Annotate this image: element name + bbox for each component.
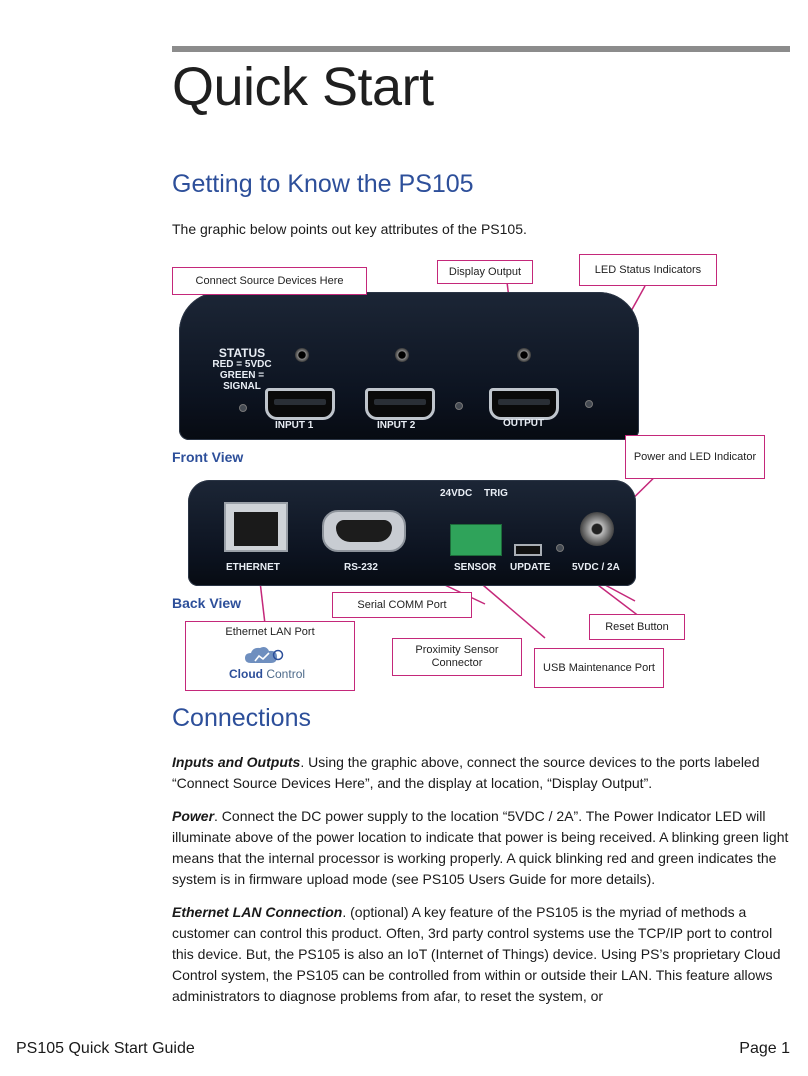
output-label: OUTPUT [503,418,545,429]
rs232-label: RS-232 [344,562,378,573]
dc-power-jack [580,512,614,546]
led-status-indicator [585,400,593,408]
callout-power-led: Power and LED Indicator [625,435,765,479]
section-heading-connections: Connections [172,704,311,732]
status-led [239,404,247,412]
output-hdmi-port [489,388,559,420]
input1-indicator-ring [295,348,309,362]
cloud-icon [245,647,284,663]
intro-text: The graphic below points out key attribu… [172,221,527,237]
back-panel: 24VDC TRIG ETHERNET RS-232 SENSOR UPDATE… [188,480,636,586]
front-view-label: Front View [172,449,244,465]
sensor-label: SENSOR [454,562,497,573]
ethernet-lan-text: Ethernet LAN Port [225,626,315,638]
back-view-label: Back View [172,595,242,611]
input1-label: INPUT 1 [275,420,314,431]
callout-reset-button: Reset Button [589,614,685,640]
middle-led [455,402,463,410]
trig-label: TRIG [484,488,508,499]
input2-indicator-ring [395,348,409,362]
paragraph-lead: Ethernet LAN Connection [172,904,343,920]
status-red-label: RED = 5VDC [212,359,272,370]
paragraph-power: Power. Connect the DC power supply to th… [172,806,792,890]
callout-usb-maintenance: USB Maintenance Port [534,648,664,688]
paragraph-body: . Using the graphic above, connect the s… [172,754,760,791]
footer-doc-title: PS105 Quick Start Guide [16,1040,195,1057]
callout-proximity-sensor: Proximity Sensor Connector [392,638,522,676]
paragraph-lead: Inputs and Outputs [172,754,301,770]
update-label: UPDATE [510,562,551,573]
output-indicator-ring [517,348,531,362]
ethernet-label: ETHERNET [226,562,280,573]
callout-led-status: LED Status Indicators [579,254,717,286]
device-diagram: STATUS RED = 5VDC GREEN = SIGNAL INPUT 1… [165,252,805,697]
input2-label: INPUT 2 [377,420,416,431]
cloud-control-logo: Cloud Control [223,645,309,685]
page-title: Quick Start [172,57,434,117]
paragraph-lead: Power [172,808,215,824]
input1-hdmi-port [265,388,335,420]
title-rule [172,46,790,52]
status-green-label: GREEN = SIGNAL [219,370,265,392]
logo-text-control: Control [266,667,306,681]
status-label: STATUS [218,346,266,360]
paragraph-inputs-outputs: Inputs and Outputs. Using the graphic ab… [172,752,792,794]
rs232-port [322,510,406,552]
logo-text-cloud: Cloud [229,667,263,681]
paragraph-body: . Connect the DC power supply to the loc… [172,808,789,887]
input2-hdmi-port [365,388,435,420]
paragraph-ethernet: Ethernet LAN Connection. (optional) A ke… [172,902,792,1007]
callout-serial-comm: Serial COMM Port [332,592,472,618]
status-label-group: STATUS RED = 5VDC GREEN = SIGNAL [209,346,275,392]
callout-connect-source: Connect Source Devices Here [172,267,367,295]
ethernet-port [224,502,288,552]
sensor-terminal-block [450,524,502,556]
front-panel: STATUS RED = 5VDC GREEN = SIGNAL INPUT 1… [179,292,639,440]
footer-page-number: Page 1 [739,1040,790,1057]
usb-update-port [514,544,542,556]
paragraph-body: . (optional) A key feature of the PS105 … [172,904,781,1004]
section-heading-know: Getting to Know the PS105 [172,170,474,198]
callout-display-output: Display Output [437,260,533,284]
v24-label: 24VDC [440,488,473,499]
reset-button-hole [556,544,564,552]
power-label: 5VDC / 2A [572,562,620,573]
cloud-control-wordmark: Cloud Control [229,667,305,681]
